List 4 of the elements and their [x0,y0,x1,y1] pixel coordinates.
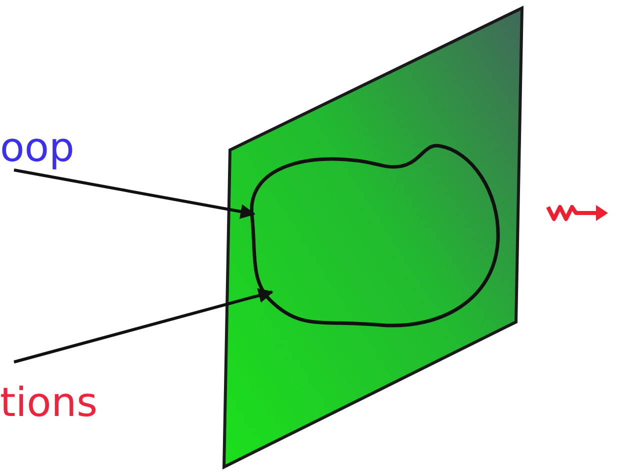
leader-arrow [14,168,256,219]
callout-label: oop [0,128,74,168]
leader-arrow [14,288,274,364]
callout-label: tions [0,383,98,423]
